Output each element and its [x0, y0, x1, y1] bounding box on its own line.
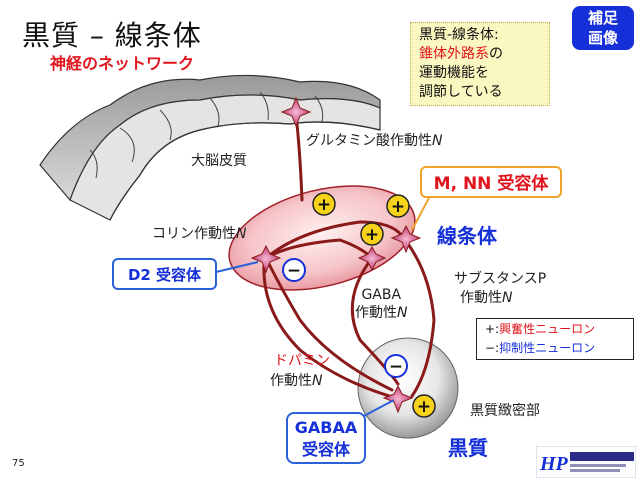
label-dopamine-text: 作動性 [270, 373, 312, 389]
badge-line-2: 画像 [587, 29, 618, 47]
label-compacta: 黒質緻密部 [470, 403, 540, 419]
svg-text:−: − [287, 261, 301, 281]
synapse-glutamate [280, 96, 312, 128]
label-substance-p-n: N [502, 290, 513, 306]
summary-line-1: 黒質-線条体: [419, 27, 499, 43]
minus-circle-gaba-a: − [384, 354, 408, 378]
publisher-logo: HP [536, 446, 636, 478]
plus-circle-striatum-2: + [360, 222, 384, 246]
summary-line-2-rest: の [489, 46, 503, 62]
label-cortex: 大脳皮質 [191, 153, 247, 169]
synapse-m-receptor [390, 224, 422, 254]
legend-minus-text: 抑制性ニューロン [499, 341, 596, 355]
label-gaba-n: N [397, 305, 408, 321]
label-glutamate-text: グルタミン酸作動性 [306, 133, 432, 149]
svg-text:−: − [389, 357, 403, 377]
plus-circle-glutamate: + [312, 192, 336, 216]
page-subtitle: 神経のネットワーク [50, 54, 195, 73]
legend-excitatory: +:興奮性ニューロン [485, 320, 625, 339]
summary-note: 黒質-線条体: 錐体外路系の 運動機能を 調節している [410, 22, 550, 106]
label-gaba-line-1: GABA [361, 287, 402, 303]
svg-text:+: + [317, 195, 331, 215]
synapse-nigra [382, 384, 414, 414]
svg-text:+: + [417, 397, 431, 417]
synapse-cholinergic [250, 244, 282, 274]
page-title: 黒質 – 線条体 [22, 19, 202, 52]
receptor-box-gaba-a-line-2: 受容体 [301, 440, 350, 459]
callout-d2-pointer [215, 261, 259, 273]
logo-mark: HP [539, 453, 569, 475]
cortex-shape [39, 74, 381, 221]
label-substance-p-line-2: 作動性N [454, 289, 546, 308]
label-substance-p: サブスタンスP 作動性N [454, 270, 546, 308]
badge-line-1: 補足 [587, 9, 618, 27]
label-striatum: 線条体 [437, 224, 497, 248]
neuron-pathways [262, 113, 436, 400]
label-gaba-text: 作動性 [355, 305, 397, 321]
label-cholinergic-n: N [236, 226, 247, 242]
label-dopamine: ドパミン [274, 353, 330, 369]
summary-line-2: 錐体外路系の [419, 45, 541, 64]
legend-box: +:興奮性ニューロン −:抑制性ニューロン [476, 318, 634, 360]
label-substantia-nigra: 黒質 [448, 436, 488, 460]
summary-highlight: 錐体外路系 [419, 46, 489, 62]
receptor-box-m-nn: M, NN 受容体 [420, 166, 562, 198]
legend-plus-text: 興奮性ニューロン [499, 322, 596, 336]
label-gaba-line-2: 作動性N [355, 304, 407, 322]
legend-inhibitory: −:抑制性ニューロン [485, 339, 625, 358]
summary-line-4: 調節している [419, 84, 503, 100]
plus-circle-striatum-1: + [386, 194, 410, 218]
synapse-striatal [357, 245, 387, 272]
label-dopamine-line-2: 作動性N [270, 370, 322, 390]
label-substance-p-text: 作動性 [460, 290, 502, 306]
label-gaba: GABA 作動性N [355, 286, 407, 322]
label-glutamate: グルタミン酸作動性N [306, 130, 442, 150]
svg-text:+: + [365, 225, 379, 245]
page-number: 75 [12, 458, 25, 469]
svg-text:+: + [391, 197, 405, 217]
supplement-badge: 補足 画像 [572, 6, 634, 50]
callout-gaba-pointer [359, 399, 395, 419]
legend-plus-symbol: +: [485, 322, 500, 336]
minus-circle-d2: − [282, 258, 306, 282]
callout-m-pointer [411, 195, 431, 231]
plus-circle-nigra: + [412, 394, 436, 418]
summary-line-3: 運動機能を [419, 65, 489, 81]
label-cholinergic-text: コリン作動性 [152, 226, 236, 242]
label-glutamate-n: N [432, 133, 443, 149]
label-substance-p-line-1: サブスタンスP [454, 271, 547, 287]
receptor-box-gaba-a-line-1: GABAA [294, 418, 358, 437]
label-dopamine-n: N [312, 373, 323, 389]
receptor-box-gaba-a: GABAA 受容体 [286, 412, 366, 464]
legend-minus-symbol: −: [485, 341, 500, 355]
receptor-box-d2: D2 受容体 [112, 258, 217, 290]
label-cholinergic: コリン作動性N [152, 223, 246, 243]
